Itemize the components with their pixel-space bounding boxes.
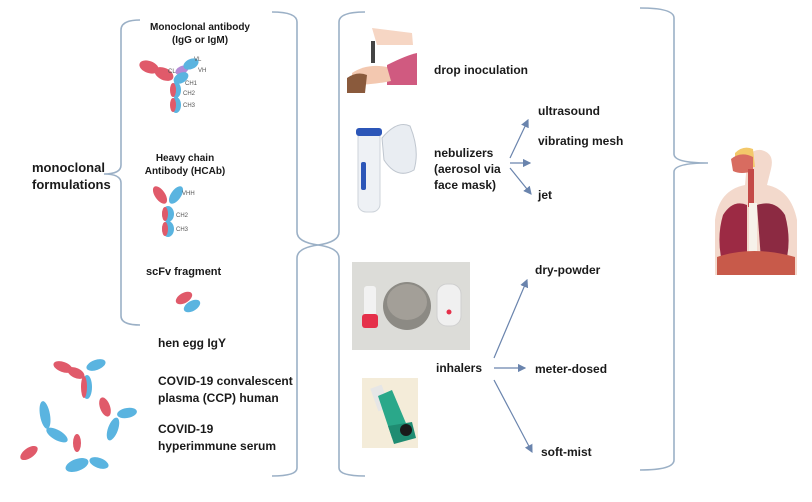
ccp-line1: COVID-19 convalescent — [158, 374, 293, 388]
domain-vhh: VHH — [182, 191, 195, 197]
inhalers-label: inhalers — [436, 361, 483, 375]
domain-ch3: CH3 — [176, 227, 189, 233]
ultrasound-label: ultrasound — [538, 104, 600, 118]
respiratory-system-icon — [715, 147, 797, 275]
brace-monoclonal — [103, 19, 141, 326]
drop-inoculation-label: drop inoculation — [434, 63, 528, 77]
domain-vh: VH — [198, 68, 206, 74]
nebulizers-label: nebulizers (aerosol via face mask) — [434, 145, 501, 193]
domain-ch3: CH3 — [183, 103, 196, 109]
title-line: Heavy chain — [155, 153, 215, 164]
drop-inoculation-image — [347, 23, 417, 93]
label-line: face mask) — [434, 178, 497, 192]
monoclonal-antibody-title: Monoclonal antibody (IgG or IgM) — [140, 21, 260, 47]
label-line: (aerosol via — [434, 162, 501, 176]
antibody-cluster-icon — [20, 359, 137, 472]
hen-egg-igy: hen egg IgY — [158, 336, 227, 350]
domain-ch2: CH2 — [183, 91, 196, 97]
monoclonal-formulations-label: monoclonal formulations — [32, 159, 111, 193]
hcab-antibody-icon: VHH CH2 CH3 — [152, 186, 195, 237]
hyperimmune-line2: hyperimmune serum — [158, 439, 277, 453]
title-line: (IgG or IgM) — [171, 35, 229, 46]
label-line: nebulizers — [434, 146, 494, 160]
brace-target — [639, 7, 709, 471]
dry-powder-label: dry-powder — [535, 263, 601, 277]
inhalers-photo — [352, 262, 470, 350]
scfv-title: scFv fragment — [146, 266, 222, 278]
ccp-line2: plasma (CCP) human — [158, 391, 279, 405]
title-line: Monoclonal antibody — [150, 22, 250, 33]
label-line: formulations — [32, 177, 111, 192]
jet-label: jet — [538, 188, 553, 202]
domain-vl: VL — [194, 57, 202, 63]
hyperimmune-line1: COVID-19 — [158, 422, 214, 436]
label-line: monoclonal — [32, 160, 105, 175]
vibrating-mesh-label: vibrating mesh — [538, 134, 624, 148]
mdi-inhaler-photo — [362, 378, 418, 448]
domain-ch2: CH2 — [176, 213, 189, 219]
domain-cl: CL — [168, 69, 176, 75]
nebulizer-image — [356, 124, 417, 213]
arrow-soft-mist — [493, 379, 533, 454]
title-line: Antibody (HCAb) — [144, 166, 226, 177]
brace-antibodies-top — [271, 11, 319, 246]
arrow-ultrasound — [509, 118, 529, 159]
hcab-title: Heavy chain Antibody (HCAb) — [135, 152, 235, 178]
soft-mist-label: soft-mist — [541, 445, 592, 459]
brace-antibodies-bottom — [271, 244, 319, 477]
meter-dosed-label: meter-dosed — [535, 362, 608, 376]
brace-delivery-bottom — [317, 244, 366, 477]
domain-ch1: CH1 — [185, 81, 198, 87]
scfv-fragment-icon — [175, 291, 201, 313]
brace-delivery-top — [317, 11, 366, 246]
arrow-jet — [509, 167, 532, 195]
arrow-dry-powder — [493, 278, 529, 359]
igg-antibody-icon: VL CL VH CH1 CH2 CH3 — [139, 57, 206, 113]
